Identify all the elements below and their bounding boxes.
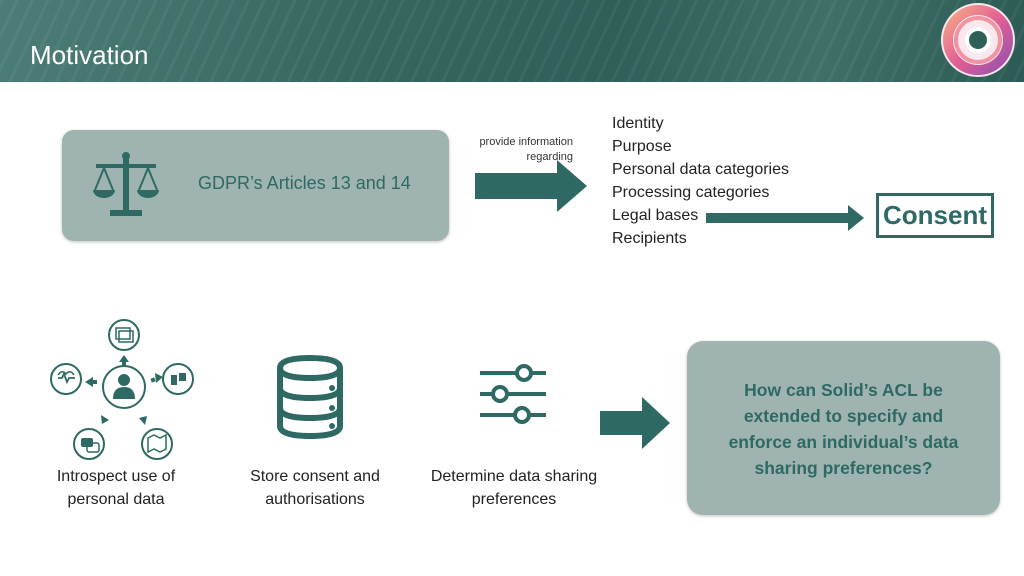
list-item: Recipients [612, 230, 687, 247]
information-list: Identity Purpose Personal data categorie… [612, 113, 789, 251]
header-banner: Motivation [0, 0, 1024, 82]
user-network-icon [50, 319, 194, 460]
consent-arrow-icon [706, 205, 864, 231]
right-arrow-icon [600, 397, 670, 449]
sliders-icon [480, 364, 546, 424]
list-item: Purpose [612, 138, 672, 155]
logo-icon [941, 3, 1015, 77]
list-item: Personal data categories [612, 161, 789, 178]
list-item: Identity [612, 115, 664, 132]
step-label-introspect: Introspect use of personal data [56, 468, 176, 508]
right-arrow-icon [475, 160, 587, 212]
research-question: How can Solid’s ACL be extended to speci… [728, 380, 959, 478]
gdpr-articles-text: GDPR’s Articles 13 and 14 [198, 173, 411, 193]
question-box: How can Solid’s ACL be extended to speci… [687, 341, 1000, 515]
scale-icon [93, 152, 159, 216]
list-item: Legal bases [612, 207, 699, 224]
slide-title: Motivation [30, 40, 149, 70]
provide-information-label: provide information regarding [479, 136, 573, 163]
database-icon [277, 354, 343, 440]
consent-box: Consent [876, 193, 994, 238]
list-item: Processing categories [612, 184, 770, 201]
step-label-store: Store consent and authorisations [250, 468, 380, 508]
step-label-determine: Determine data sharing preferences [430, 468, 598, 508]
gdpr-box: GDPR’s Articles 13 and 14 [62, 130, 449, 241]
